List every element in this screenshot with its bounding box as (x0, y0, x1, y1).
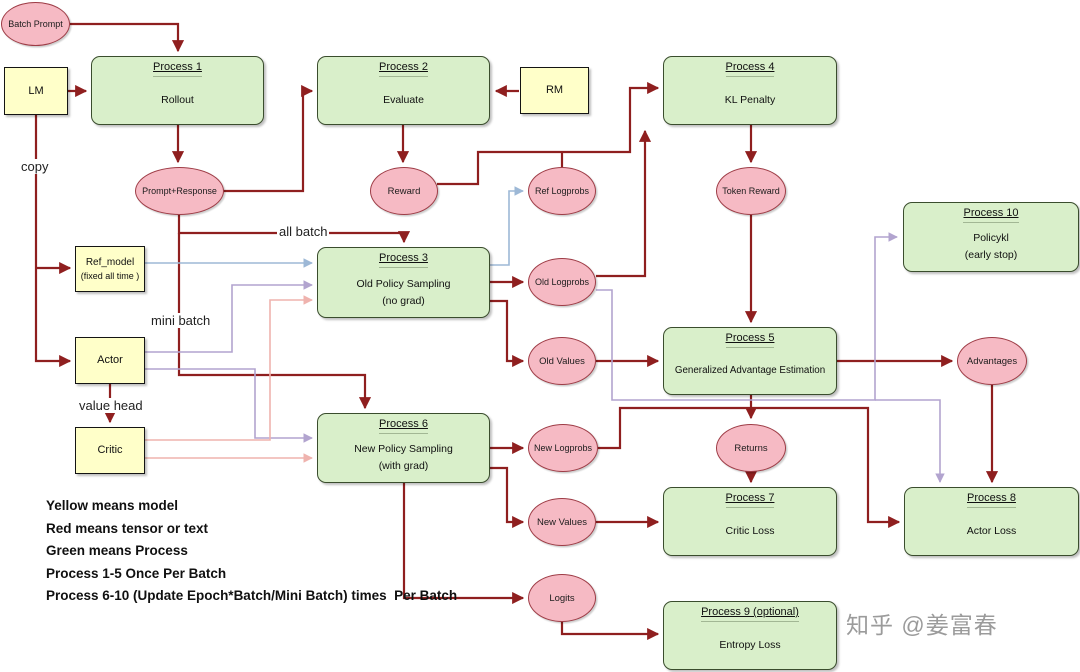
process10-body2: (early stop) (964, 249, 1018, 261)
legend-line-process15: Process 1-5 Once Per Batch (46, 565, 227, 581)
edge-process3-to-oldvalues (490, 299, 525, 368)
node-process9: Process 9 (optional) Entropy Loss (663, 601, 837, 670)
legend-line-yellow: Yellow means model (46, 498, 179, 513)
node-batch-prompt: Batch Prompt (1, 2, 70, 46)
edge-actor-to-process3 (145, 280, 313, 353)
edge-process6-to-logits (402, 483, 525, 605)
node-actor-label: Actor (97, 354, 123, 367)
node-ref-model-sublabel: (fixed all time ) (80, 270, 140, 281)
returns-label: Returns (734, 442, 768, 454)
process10-body: Policykl (973, 232, 1009, 245)
process8-title: Process 8 (967, 492, 1016, 508)
old-values-label: Old Values (539, 355, 585, 367)
process5-body: Generalized Advantage Estimation (674, 365, 826, 377)
legend-line-red: Red means tensor or text (46, 520, 209, 536)
edge-lm-copy-to-actor (34, 115, 72, 368)
legend-line-process610: Process 6-10 (Update Epoch*Batch/Mini Ba… (46, 588, 458, 603)
legend: Yellow means model Red means tensor or t… (46, 495, 457, 608)
advantages-label: Advantages (966, 355, 1018, 367)
process2-body: Evaluate (383, 94, 424, 107)
watermark: 知乎 @姜富春 (846, 612, 998, 638)
node-logits: Logits (528, 574, 596, 622)
prompt-response-label: Prompt+Response (142, 186, 217, 196)
node-ref-model-label: Ref_model (85, 257, 135, 269)
label-value-head: value head (77, 398, 145, 413)
node-process8: Process 8 Actor Loss (904, 487, 1079, 556)
process3-title: Process 3 (379, 252, 428, 268)
edge-critic-to-process3 (145, 295, 313, 441)
node-process2: Process 2 Evaluate (317, 56, 490, 125)
node-ref-model: Ref_model (fixed all time ) (75, 246, 145, 292)
edge-oldlogprobs-to-process4 (596, 129, 652, 278)
node-advantages: Advantages (957, 337, 1027, 385)
process4-title: Process 4 (725, 61, 775, 77)
edge-logprobs-to-process8 (875, 399, 945, 483)
process6-title: Process 6 (379, 418, 428, 434)
process2-title: Process 2 (379, 61, 428, 77)
node-new-values: New Values (528, 498, 596, 546)
node-process5: Process 5 Generalized Advantage Estimati… (663, 327, 837, 395)
node-rm-label: RM (545, 84, 564, 97)
node-lm-label: LM (28, 84, 44, 97)
ref-logprobs-label: Ref Logprobs (534, 186, 590, 196)
node-lm: LM (4, 67, 68, 115)
node-returns: Returns (716, 424, 786, 472)
process10-title: Process 10 (963, 207, 1019, 223)
process6-body2: (with grad) (378, 460, 429, 472)
process9-title: Process 9 (optional) (701, 606, 799, 622)
node-actor: Actor (75, 337, 145, 384)
node-process7: Process 7 Critic Loss (663, 487, 837, 556)
process7-body: Critic Loss (725, 525, 775, 538)
node-process10: Process 10 Policykl (early stop) (903, 202, 1079, 272)
process3-body2: (no grad) (382, 294, 425, 307)
edge-oldlogprobs-to-process10 (596, 232, 898, 401)
process1-title: Process 1 (153, 61, 202, 77)
node-critic-label: Critic (97, 444, 123, 457)
process9-body: Entropy Loss (719, 639, 781, 652)
process3-body: Old Policy Sampling (356, 277, 451, 290)
process4-body: KL Penalty (724, 94, 776, 107)
node-process1: Process 1 Rollout (91, 56, 264, 125)
edge-process3-to-reflogprobs (490, 186, 524, 266)
old-logprobs-label: Old Logprobs (534, 277, 590, 287)
edge-reward-to-process4 (437, 81, 660, 186)
edge-promptresponse-to-process2 (223, 84, 314, 193)
reward-label: Reward (387, 185, 421, 197)
node-new-logprobs: New Logprobs (528, 424, 598, 472)
token-reward-label: Token Reward (722, 186, 780, 196)
node-reward: Reward (370, 167, 438, 215)
node-process3: Process 3 Old Policy Sampling (no grad) (317, 247, 490, 318)
edge-promptresponse-minibatch-to-process6 (177, 233, 372, 410)
node-critic: Critic (75, 427, 145, 474)
node-token-reward: Token Reward (716, 167, 786, 215)
process6-body: New Policy Sampling (354, 443, 453, 456)
node-old-logprobs: Old Logprobs (528, 258, 596, 306)
process5-title: Process 5 (725, 332, 775, 348)
node-prompt-response: Prompt+Response (135, 167, 224, 215)
new-values-label: New Values (537, 516, 587, 528)
new-logprobs-label: New Logprobs (533, 443, 593, 453)
label-mini-batch: mini batch (149, 313, 213, 328)
process8-body: Actor Loss (966, 525, 1017, 538)
edge-logits-to-process9 (560, 622, 660, 641)
legend-line-green: Green means Process (46, 543, 188, 558)
node-old-values: Old Values (528, 337, 596, 385)
edge-newlogprobs-to-process8 (598, 406, 901, 529)
node-process4: Process 4 KL Penalty (663, 56, 837, 125)
edge-batchprompt-to-process1 (70, 22, 185, 53)
batch-prompt-label: Batch Prompt (8, 19, 63, 29)
process7-title: Process 7 (725, 492, 775, 508)
node-rm: RM (520, 67, 589, 114)
label-copy: copy (19, 159, 51, 174)
process1-body: Rollout (161, 94, 194, 107)
node-process6: Process 6 New Policy Sampling (with grad… (317, 413, 490, 483)
edge-process6-to-newvalues (490, 466, 525, 529)
logits-label: Logits (549, 592, 575, 604)
label-all-batch: all batch (277, 224, 330, 239)
edge-actor-to-process6 (145, 368, 313, 443)
node-ref-logprobs: Ref Logprobs (528, 167, 596, 215)
